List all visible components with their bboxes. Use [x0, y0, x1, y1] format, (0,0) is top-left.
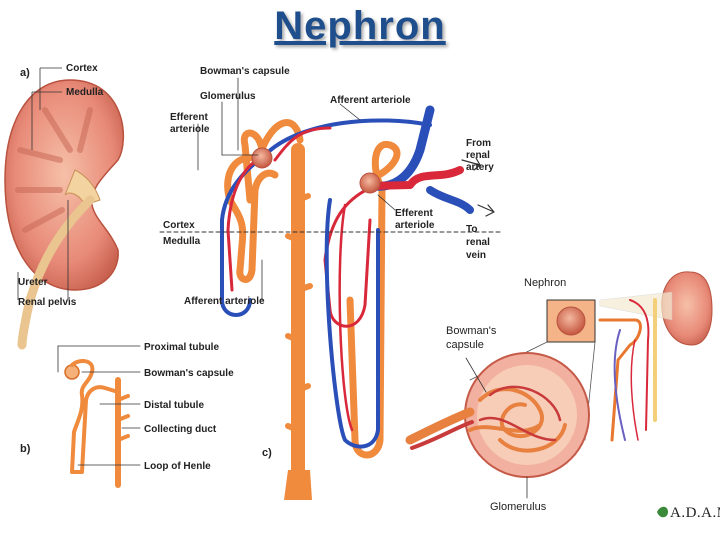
label-medulla-c: Medulla	[163, 236, 201, 247]
panel-b-label: b)	[20, 443, 31, 455]
label-ureter: Ureter	[18, 277, 48, 288]
label-loop-of-henle: Loop of Henle	[144, 461, 211, 472]
nephron-schematic-b	[57, 345, 141, 488]
label-afferent-arteriole-top: Afferent arteriole	[330, 95, 411, 106]
adam-logo-text: A.D.A.M.	[670, 505, 720, 521]
label-renal-pelvis: Renal pelvis	[18, 297, 77, 308]
label-from-renal-artery-3: artery	[466, 162, 494, 173]
label-to-renal-vein-3: vein	[466, 250, 486, 261]
adam-logo: A.D.A.M.	[657, 505, 720, 521]
label-bowmans-capsule-inset-2: capsule	[446, 339, 484, 351]
label-proximal-tubule: Proximal tubule	[144, 342, 219, 353]
page-title: Nephron	[274, 4, 446, 48]
panel-a-label: a)	[20, 67, 30, 79]
label-medulla-a: Medulla	[66, 87, 104, 98]
label-from-renal-artery-2: renal	[466, 150, 490, 161]
panel-c-label: c)	[262, 447, 272, 459]
label-bowmans-capsule-b: Bowman's capsule	[144, 368, 234, 379]
label-efferent-arteriole-2: arteriole	[170, 124, 210, 135]
label-efferent-arteriole-right-1: Efferent	[395, 208, 433, 219]
label-bowmans-capsule-c: Bowman's capsule	[200, 66, 290, 77]
label-efferent-arteriole-1: Efferent	[170, 112, 208, 123]
label-glomerulus-c: Glomerulus	[200, 91, 256, 102]
label-nephron-inset: Nephron	[524, 277, 566, 289]
label-glomerulus-inset: Glomerulus	[490, 501, 547, 513]
label-distal-tubule: Distal tubule	[144, 400, 204, 411]
label-efferent-arteriole-right-2: arteriole	[395, 220, 435, 231]
inset-illustration	[405, 271, 713, 499]
label-bowmans-capsule-inset-1: Bowman's	[446, 325, 497, 337]
label-cortex-a: Cortex	[66, 63, 98, 74]
label-from-renal-artery-1: From	[466, 138, 491, 149]
label-cortex-c: Cortex	[163, 220, 195, 231]
nephron-detail-c	[159, 77, 501, 500]
label-to-renal-vein-2: renal	[466, 237, 490, 248]
label-to-renal-vein-1: To	[466, 224, 477, 235]
kidney-illustration	[4, 67, 125, 350]
label-afferent-arteriole-bottom: Afferent arteriole	[184, 296, 265, 307]
label-collecting-duct: Collecting duct	[144, 424, 217, 435]
